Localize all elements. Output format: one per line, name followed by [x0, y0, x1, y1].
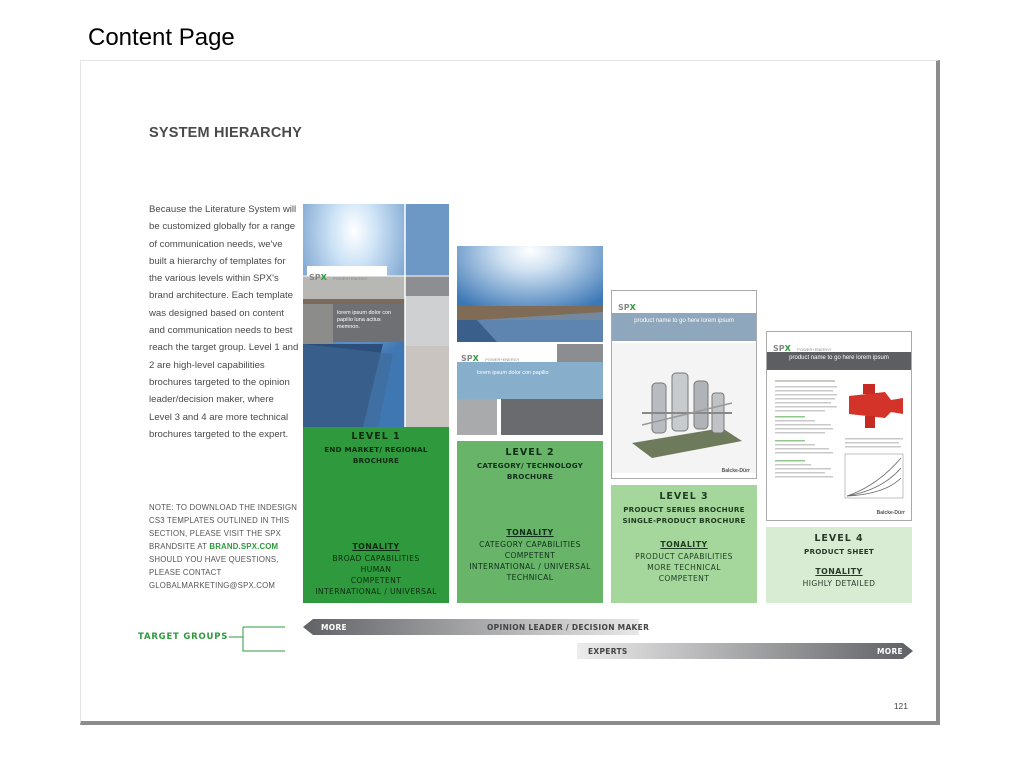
level1-brand-mark: SPX POWER+ENERGY [309, 267, 368, 285]
level2-column: LEVEL 2 CATEGORY/ TECHNOLOGY BROCHURE TO… [457, 441, 603, 603]
level4-trait: HIGHLY DETAILED [802, 579, 876, 588]
brandsite-link[interactable]: BRAND.SPX.COM [209, 542, 279, 551]
level2-traits: CATEGORY CAPABILITIES COMPETENT INTERNAT… [457, 539, 603, 583]
level3-trait: MORE TECHNICAL [647, 563, 721, 572]
level1-tonality-label: TONALITY [352, 542, 400, 551]
balcke-logo: Balcke-Dürr [721, 468, 750, 474]
level4-brand-mark: SPX POWER+ENERGY [773, 338, 832, 356]
download-note: NOTE: TO DOWNLOAD THE INDESIGN CS3 TEMPL… [149, 501, 299, 592]
level3-brand-mark: SPX [618, 297, 636, 315]
level1-traits: BROAD CAPABILITIES HUMAN COMPETENT INTER… [303, 553, 449, 597]
level1-column: LEVEL 1 END MARKET/ REGIONAL BROCHURE TO… [303, 427, 449, 603]
target-groups-graphic: MORE OPINION LEADER / DECISION MAKER EXP… [229, 619, 913, 659]
brand-tagline: POWER+ENERGY [333, 276, 368, 281]
opinion-leader-text: OPINION LEADER / DECISION MAKER [487, 623, 649, 632]
level3-headline: product name to go here lorem ipsum [634, 318, 734, 324]
page-number: 121 [893, 701, 908, 711]
spx-logo: SPX [461, 354, 479, 363]
level3-traits: PRODUCT CAPABILITIES MORE TECHNICAL COMP… [611, 551, 757, 584]
level3-subtitle: PRODUCT SERIES BROCHURE [623, 505, 745, 514]
slide-title: Content Page [88, 24, 235, 51]
target-groups-label: TARGET GROUPS [138, 632, 229, 642]
note-text-after: SHOULD YOU HAVE QUESTIONS, PLEASE CONTAC… [149, 555, 279, 590]
level3-trait: PRODUCT CAPABILITIES [635, 552, 733, 561]
level1-trait: COMPETENT [350, 576, 402, 585]
more-right-text: MORE [877, 647, 903, 656]
level4-column: LEVEL 4 PRODUCT SHEET TONALITY HIGHLY DE… [766, 527, 912, 603]
note-text-before: NOTE: TO DOWNLOAD THE INDESIGN CS3 TEMPL… [149, 503, 298, 551]
level2-tonality-label: TONALITY [506, 528, 554, 537]
level1-cover-image [303, 204, 449, 427]
level1-subtitle: END MARKET/ REGIONAL BROCHURE [324, 445, 428, 465]
level4-productsheet-thumbnail: SPX POWER+ENERGY product name to go here… [766, 331, 912, 521]
spx-logo: SPX [773, 344, 791, 353]
experts-arrow [577, 643, 913, 659]
intro-paragraph: Because the Literature System will be cu… [149, 204, 299, 440]
level2-title: LEVEL 2 [505, 447, 555, 458]
level3-trait: COMPETENT [658, 574, 710, 583]
level2-caption: lorem ipsum dolor con papilio [477, 370, 549, 376]
level3-brochure-thumbnail: SPX product name to go here lorem ipsum … [611, 290, 757, 479]
level1-brochure-thumbnail: SPX POWER+ENERGY lorem ipsum dolor con p… [303, 204, 449, 427]
level2-trait: TECHNICAL [506, 573, 554, 582]
level3-tonality-label: TONALITY [660, 540, 708, 549]
level2-trait: COMPETENT [504, 551, 556, 560]
level3-title: LEVEL 3 [659, 491, 709, 502]
level2-cover-image [457, 246, 603, 435]
machine-illustration [612, 343, 756, 473]
level3-subtitle-2: SINGLE-PRODUCT BROCHURE [622, 516, 746, 525]
level1-caption: lorem ipsum dolor con papilio luna actiu… [337, 310, 392, 330]
brand-tagline: POWER+ENERGY [485, 357, 520, 362]
level4-title: LEVEL 4 [814, 533, 864, 544]
level4-traits: HIGHLY DETAILED [766, 578, 912, 589]
spx-logo: SPX [618, 303, 636, 312]
level4-header-band [767, 352, 911, 370]
balcke-logo: Balcke-Dürr [876, 510, 905, 516]
spx-logo: SPX [309, 273, 327, 282]
more-left-text: MORE [321, 623, 347, 632]
level3-header-band [612, 313, 756, 341]
level2-brochure-thumbnail: SPX POWER+ENERGY lorem ipsum dolor con p… [457, 246, 603, 435]
level1-trait: HUMAN [360, 565, 392, 574]
level1-trait: BROAD CAPABILITIES [332, 554, 420, 563]
level2-brand-mark: SPX POWER+ENERGY [461, 348, 520, 366]
level1-trait: INTERNATIONAL / UNIVERSAL [315, 587, 437, 596]
level4-headline: product name to go here lorem ipsum [789, 355, 889, 361]
experts-text: EXPERTS [588, 647, 628, 656]
productsheet-layout [775, 380, 904, 499]
level4-subtitle: PRODUCT SHEET [804, 547, 874, 556]
level2-trait: CATEGORY CAPABILITIES [479, 540, 581, 549]
page-heading: SYSTEM HIERARCHY [149, 125, 303, 141]
brand-tagline: POWER+ENERGY [797, 347, 832, 352]
level4-tonality-label: TONALITY [815, 567, 863, 576]
level2-trait: INTERNATIONAL / UNIVERSAL [469, 562, 591, 571]
document-page: SYSTEM HIERARCHY Because the Literature … [80, 60, 940, 725]
level1-title: LEVEL 1 [351, 431, 401, 442]
level3-column: LEVEL 3 PRODUCT SERIES BROCHURE SINGLE-P… [611, 485, 757, 603]
decision-maker-arrow [303, 619, 639, 635]
bracket-line [242, 626, 285, 652]
level2-subtitle: CATEGORY/ TECHNOLOGY BROCHURE [476, 461, 584, 481]
